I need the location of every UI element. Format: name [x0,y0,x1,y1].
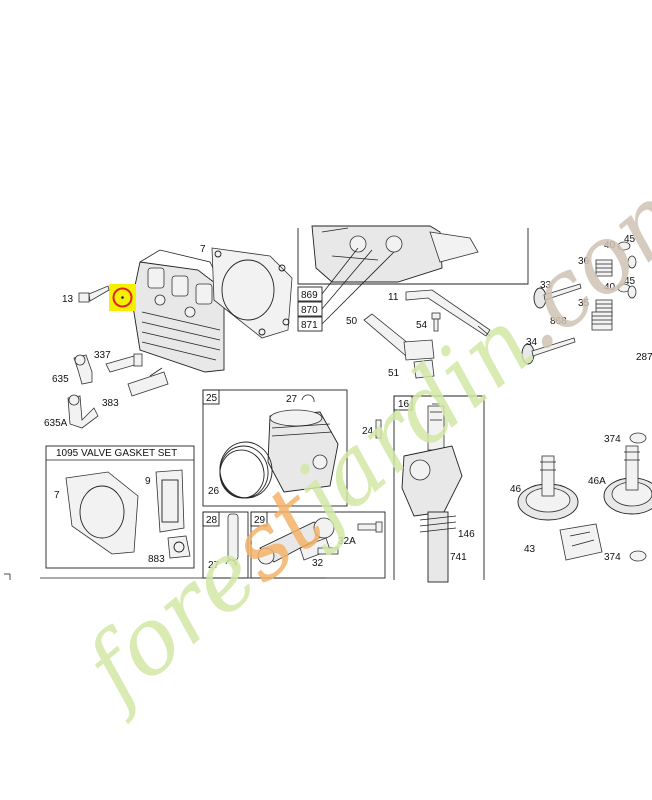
screw-54 [431,312,441,332]
washer-374-b [629,550,647,562]
cylinder-head [131,249,225,373]
dipstick-11 [405,289,491,337]
label-36: 36 [578,256,590,267]
box-label-25: 25 [206,393,218,404]
label-869: 869 [301,290,318,301]
label-635: 635 [52,374,69,385]
head-bolt-13 [78,285,110,303]
valve-spring-36 [595,259,613,277]
piston [267,409,339,493]
label-374-a: 374 [604,434,621,445]
label-27-top: 27 [286,394,298,405]
label-51: 51 [388,368,400,379]
label-635a: 635A [44,418,68,429]
kit-title: 1095 VALVE GASKET SET [56,448,177,459]
connecting-rod [257,517,335,565]
bolt-32 [317,547,339,555]
label-870: 870 [301,305,318,316]
kit-head-gasket [65,471,139,555]
bracket-51 [403,339,435,379]
label-46: 46 [510,484,522,495]
label-383: 383 [102,398,119,409]
label-50: 50 [346,316,358,327]
label-146: 146 [458,529,475,540]
wrist-pin [225,513,239,567]
label-27-bottom: 27 [208,560,220,571]
label-43: 43 [524,544,536,555]
label-34: 34 [526,337,538,348]
label-54: 54 [416,320,428,331]
box-label-28: 28 [206,515,218,526]
engine-block-detail [297,225,529,285]
fitting-635a [67,394,99,429]
label-337: 337 [94,350,111,361]
governor-43 [559,523,603,561]
kit-gasket-883 [167,535,191,559]
fitting-337 [105,353,143,373]
label-45-a: 45 [624,234,636,245]
label-11: 11 [388,292,399,303]
label-40-b: 40 [604,282,616,293]
fitting-635 [73,354,93,385]
box-label-29: 29 [254,515,266,526]
label-26: 26 [208,486,220,497]
label-24: 24 [362,426,374,437]
label-45-b: 45 [624,276,636,287]
kit-gasket-9 [155,469,185,533]
piston-rings [219,441,273,499]
clip-27-top [301,394,315,403]
label-35: 35 [578,298,590,309]
camshaft-46a [603,445,652,515]
label-374-b: 374 [604,552,621,563]
label-871: 871 [301,320,318,331]
keeper-45-a [627,255,637,269]
retainer-40-a [617,241,631,251]
label-32a: 32A [338,536,356,547]
bolt-32a [357,521,383,533]
camshaft-46 [517,455,579,521]
label-7: 7 [200,244,206,255]
label-kit-7: 7 [54,490,60,501]
label-287: 287 [636,352,652,363]
valve-spring-868 [591,311,613,331]
washer-374-a [629,432,647,444]
crankshaft [401,403,463,583]
box-label-16: 16 [398,399,410,410]
keeper-45-b [627,285,637,299]
breather-383 [127,367,169,397]
highlighted-part-marker[interactable] [109,284,136,311]
label-stack-869-871 [297,247,395,332]
label-40-a: 40 [604,240,616,251]
pin-24 [375,419,382,439]
label-868: 868 [550,316,567,327]
label-9: 9 [145,476,151,487]
label-13: 13 [62,294,74,305]
label-33: 33 [540,280,552,291]
head-gasket [211,247,293,339]
label-32: 32 [312,558,324,569]
valve-exhaust-33 [533,283,582,309]
label-46a: 46A [588,476,606,487]
label-741: 741 [450,552,467,563]
valve-intake-34 [521,337,576,365]
label-883: 883 [148,554,165,565]
